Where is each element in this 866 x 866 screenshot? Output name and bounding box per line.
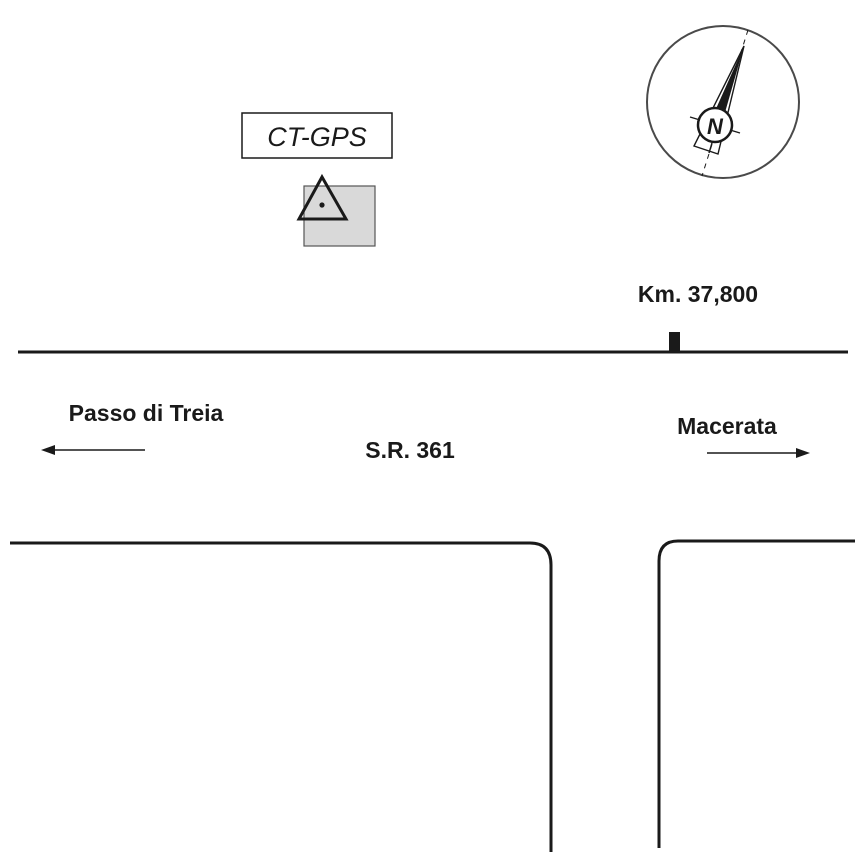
side-road-left-edge	[10, 541, 553, 852]
compass-north-label: N	[707, 114, 724, 139]
direction-left-label: Passo di Treia	[69, 400, 224, 426]
direction-right-label: Macerata	[677, 413, 777, 439]
milestone-label: Km. 37,800	[638, 281, 758, 307]
station-label-box	[241, 112, 393, 159]
side-road-right-edge	[657, 539, 855, 848]
station-label: CT-GPS	[267, 122, 367, 152]
station-area	[303, 185, 376, 247]
arrow-right-icon	[707, 448, 810, 458]
survey-triangle-icon	[296, 173, 349, 221]
north-arrow-icon	[646, 25, 800, 179]
road-name-label: S.R. 361	[365, 437, 455, 463]
milestone-marker	[669, 332, 680, 352]
arrow-left-icon	[41, 445, 145, 455]
